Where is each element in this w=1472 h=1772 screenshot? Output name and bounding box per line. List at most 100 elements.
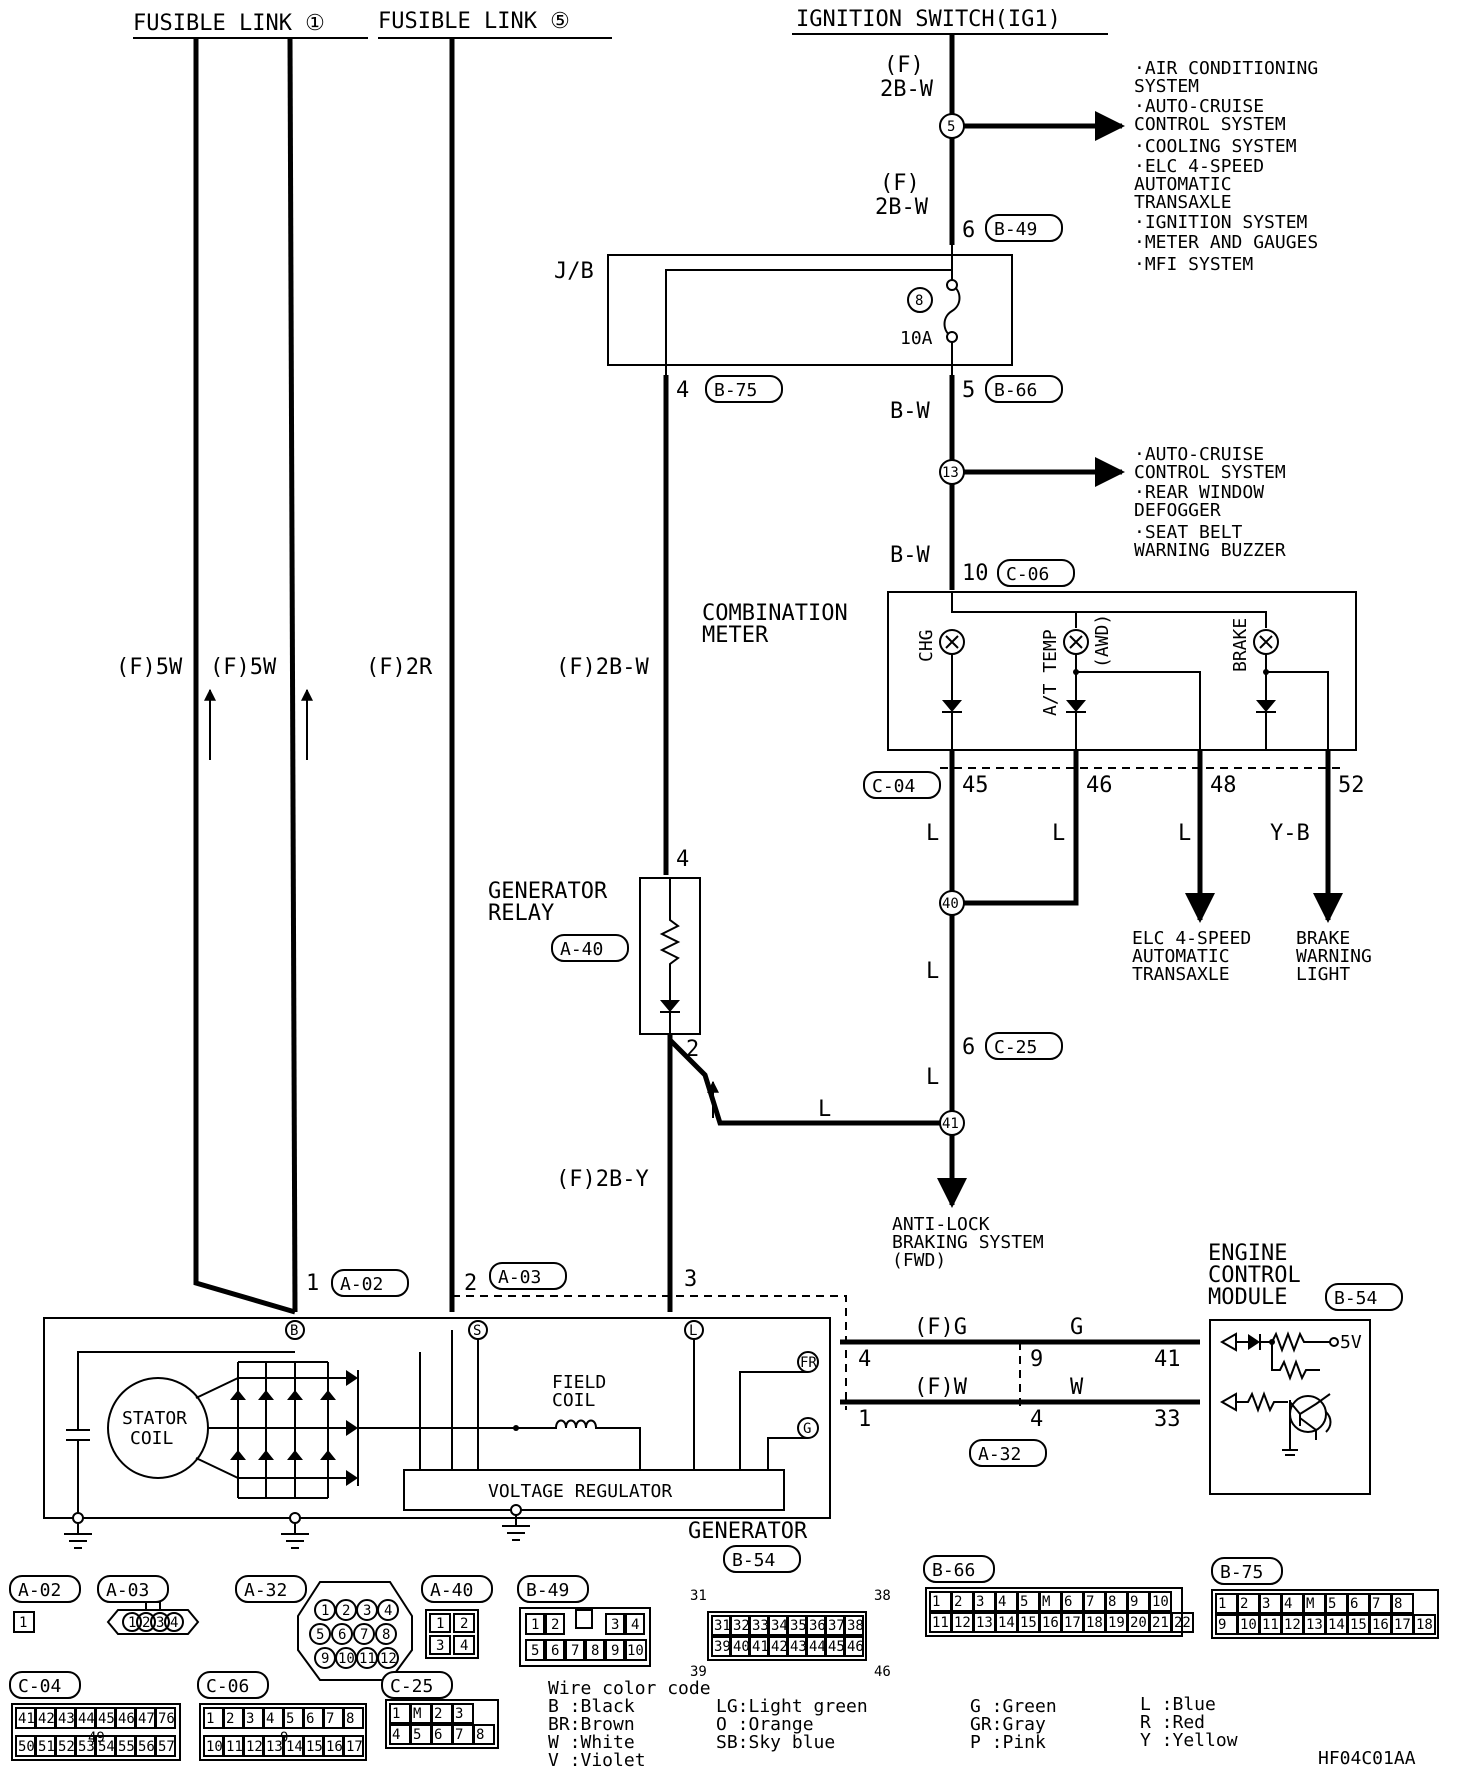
b54-pin-number: 35 — [790, 1618, 807, 1634]
b54-pin-number: 34 — [771, 1618, 788, 1634]
c06-pin-number: 12 — [246, 1739, 263, 1755]
pin-6-b49: 6 — [962, 218, 975, 243]
b66-pin-number: 17 — [1064, 1615, 1081, 1631]
b66-pin-number: 3 — [976, 1594, 984, 1610]
c04-pin-number: 43 — [58, 1711, 75, 1727]
connector-tag-c04 — [863, 771, 941, 799]
b54-pin-number: 44 — [809, 1639, 826, 1655]
svg-text:R :Red: R :Red — [1140, 1712, 1205, 1733]
c04-pin-number: 56 — [138, 1739, 155, 1755]
connector-tag-b49 — [985, 214, 1063, 242]
c25-pin-number: M — [413, 1706, 421, 1722]
svg-text:4: 4 — [460, 1638, 468, 1654]
brake-lamp — [1253, 629, 1329, 750]
junction-block — [607, 254, 1013, 366]
pin-48: 48 — [1210, 773, 1237, 798]
svg-text:GR:Gray: GR:Gray — [970, 1714, 1046, 1735]
svg-text:12: 12 — [380, 1651, 397, 1667]
svg-text:BRAKE: BRAKE — [1296, 928, 1350, 949]
engine-control-module — [1209, 1319, 1371, 1495]
wire-label-2by: (F)2B-Y — [556, 1167, 649, 1192]
pin-4-a40: 4 — [676, 847, 689, 872]
c25-pin-number: 7 — [455, 1727, 463, 1743]
at-temp-label: A/T TEMP — [1040, 629, 1061, 716]
b54-pin-number: 37 — [828, 1618, 845, 1634]
fusible-link-5-label: FUSIBLE LINK ⑤ — [378, 9, 570, 34]
svg-text:38: 38 — [874, 1588, 891, 1604]
svg-text:6: 6 — [338, 1627, 346, 1643]
svg-text:31: 31 — [690, 1588, 707, 1604]
connector-tag-b54-ecm — [1325, 1283, 1403, 1311]
svg-text:A-32: A-32 — [244, 1580, 287, 1601]
c04-pin-number: 51 — [38, 1739, 55, 1755]
svg-text:1: 1 — [128, 1615, 136, 1631]
svg-text:1: 1 — [321, 1603, 329, 1619]
rectifier-bridge — [230, 1361, 516, 1499]
b54-pin-cell — [844, 1615, 864, 1636]
connector-a40-label: A-40 — [560, 939, 603, 960]
svg-text:BR:Brown: BR:Brown — [548, 1714, 635, 1735]
wire-label-fw: (F)W — [914, 1375, 968, 1400]
voltage-regulator — [403, 1469, 785, 1511]
wire-label-5w-a: (F)5W — [116, 655, 183, 680]
terminal-fr-label: FR — [800, 1355, 817, 1371]
wire-label-w: W — [1070, 1375, 1084, 1400]
pin-2-a40: 2 — [686, 1037, 699, 1062]
figure-code: HF04C01AA — [1318, 1748, 1416, 1769]
svg-text:SYSTEM: SYSTEM — [1134, 76, 1199, 97]
svg-text:L :Blue: L :Blue — [1140, 1694, 1216, 1715]
c06-pin-number: 13 — [266, 1739, 283, 1755]
wire-label-bw-1: B-W — [890, 399, 930, 424]
svg-text:LIGHT: LIGHT — [1296, 964, 1350, 985]
c25-pin-number: 4 — [392, 1727, 400, 1743]
c06-pin-number: 5 — [286, 1711, 294, 1727]
c06-pin-number: 10 — [206, 1739, 223, 1755]
b66-pin-number: 2 — [954, 1594, 962, 1610]
svg-text:V :Violet: V :Violet — [548, 1750, 646, 1771]
b54-pin-number: 32 — [733, 1618, 750, 1634]
svg-text:·REAR WINDOW: ·REAR WINDOW — [1134, 482, 1264, 503]
b66-pin-number: 12 — [954, 1615, 971, 1631]
fuse-symbol — [943, 284, 961, 338]
connector-b54-ecm-label: B-54 — [1334, 1288, 1377, 1309]
wire-label-l-1: L — [926, 821, 939, 846]
svg-text:W :White: W :White — [548, 1732, 635, 1753]
wire-label-l-2: L — [1052, 821, 1065, 846]
svg-text:49: 49 — [88, 1730, 105, 1746]
b75-pin-cell — [1391, 1593, 1414, 1614]
b75-pin-number: 8 — [1394, 1596, 1402, 1612]
b54-pin-number: 43 — [790, 1639, 807, 1655]
b66-pin-number: 13 — [976, 1615, 993, 1631]
pin-2-a03: 2 — [464, 1271, 477, 1296]
svg-text:A-02: A-02 — [18, 1580, 61, 1601]
svg-text:C-04: C-04 — [18, 1676, 61, 1697]
b66-pin-number: 14 — [998, 1615, 1015, 1631]
splice-13-label: 13 — [942, 465, 959, 481]
svg-text:·AUTO-CRUISE: ·AUTO-CRUISE — [1134, 96, 1264, 117]
c25-pin-number: 8 — [476, 1727, 484, 1743]
brake-label: BRAKE — [1230, 618, 1251, 672]
svg-text:3: 3 — [611, 1617, 619, 1633]
wire-label-l-3: L — [1178, 821, 1191, 846]
jb-label: J/B — [554, 259, 594, 284]
b75-pin-number: 16 — [1372, 1617, 1389, 1633]
svg-text:·COOLING SYSTEM: ·COOLING SYSTEM — [1134, 136, 1297, 157]
connector-c04-label: C-04 — [872, 776, 915, 797]
b66-pin-number: 6 — [1064, 1594, 1072, 1610]
b66-pin-number: 11 — [932, 1615, 949, 1631]
stator-coil-label-2: COIL — [130, 1428, 174, 1449]
svg-text:·AUTO-CRUISE: ·AUTO-CRUISE — [1134, 444, 1264, 465]
b66-pin-number: 10 — [1152, 1594, 1169, 1610]
svg-text:2: 2 — [551, 1617, 559, 1633]
voltage-regulator-label: VOLTAGE REGULATOR — [488, 1481, 672, 1502]
terminal-b — [285, 1320, 305, 1340]
b75-pin-number: 11 — [1262, 1617, 1279, 1633]
pin-33-b54: 33 — [1154, 1407, 1181, 1432]
c25-pin-cell — [452, 1703, 474, 1724]
c06-pin-number: 15 — [306, 1739, 323, 1755]
wire-color-legend: Wire color code B :Black BR:Brown W :Whi… — [548, 1678, 1238, 1771]
svg-text:4: 4 — [170, 1615, 178, 1631]
destination-list-1: ·AIR CONDITIONING SYSTEM ·AUTO-CRUISE CO… — [1134, 58, 1318, 275]
c06-pin-cell — [343, 1735, 364, 1757]
pin-4-a32-b: 4 — [1030, 1407, 1043, 1432]
